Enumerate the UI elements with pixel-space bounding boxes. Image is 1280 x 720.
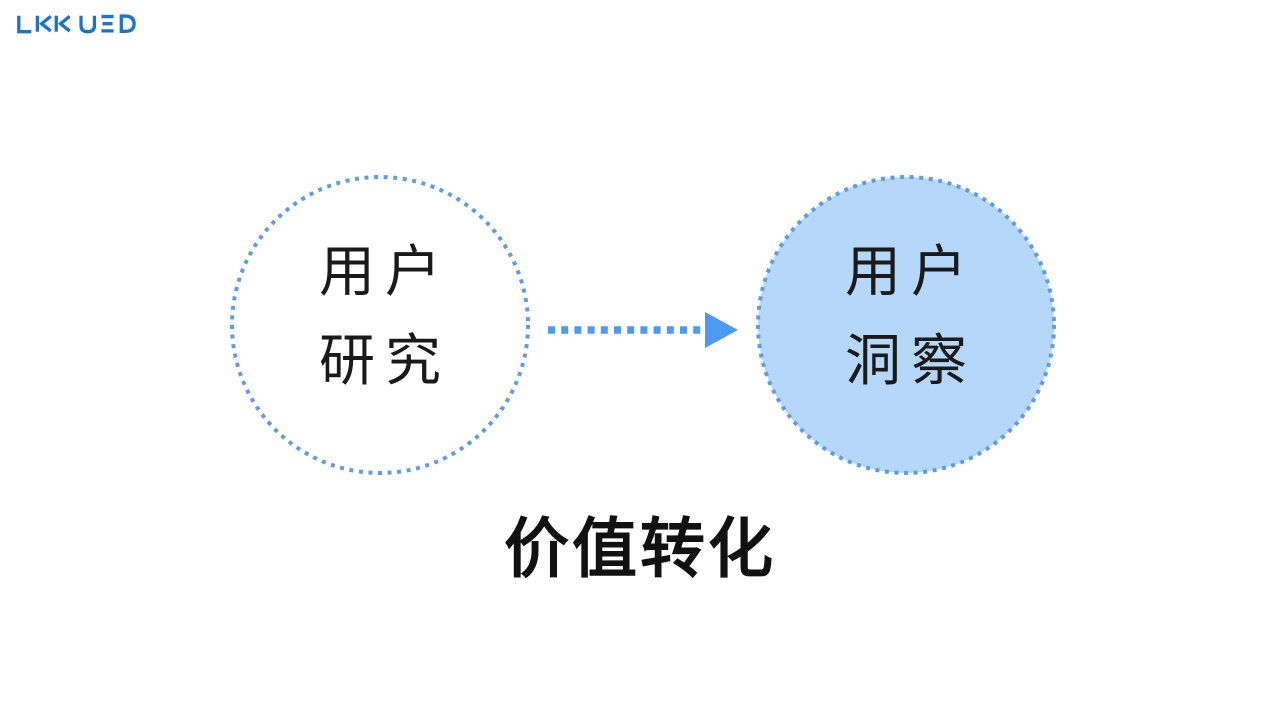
transform-arrow-head-icon bbox=[705, 312, 738, 348]
logo-letter-u bbox=[79, 15, 97, 34]
left-circle bbox=[230, 175, 530, 475]
slide-caption: 价值转化 bbox=[503, 512, 776, 585]
logo-letter-d bbox=[119, 14, 136, 33]
logo-letter-k1-chevron bbox=[38, 15, 52, 33]
logo-letter-e bbox=[101, 14, 114, 33]
logo-letter-k2-chevron bbox=[57, 15, 71, 33]
right-circle bbox=[756, 175, 1056, 475]
lkk-ued-logo bbox=[17, 14, 136, 34]
logo-letter-l bbox=[17, 15, 32, 34]
